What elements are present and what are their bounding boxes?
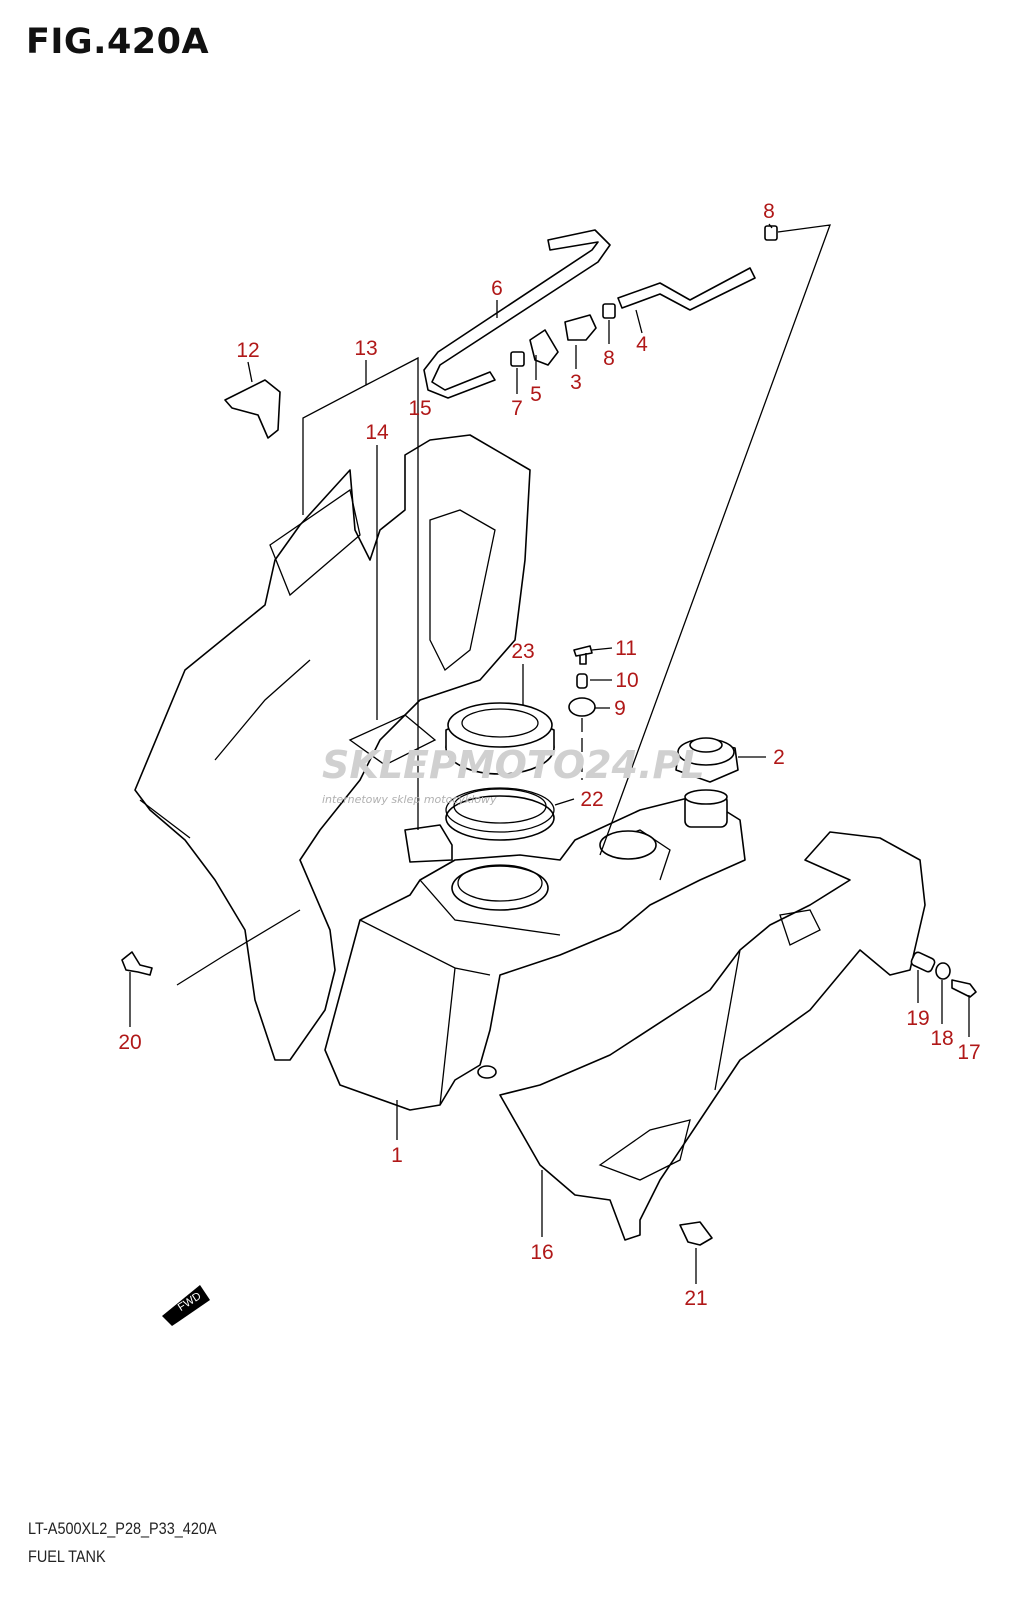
collar-19[interactable] bbox=[910, 951, 936, 973]
collar-10[interactable] bbox=[576, 673, 588, 689]
fwd-direction-arrow: FWD bbox=[162, 1285, 210, 1326]
callout-20: 20 bbox=[118, 1031, 141, 1054]
grommet-9[interactable] bbox=[568, 697, 596, 717]
right-side-cover[interactable] bbox=[499, 831, 926, 1241]
callout-7: 7 bbox=[511, 397, 523, 420]
callout-9: 9 bbox=[614, 697, 626, 720]
pad-15[interactable] bbox=[404, 824, 453, 863]
holder-5[interactable] bbox=[529, 329, 559, 366]
callout-2: 2 bbox=[773, 746, 785, 769]
callout-1: 1 bbox=[391, 1144, 403, 1167]
valve-3[interactable] bbox=[564, 314, 597, 341]
callout-19: 19 bbox=[906, 1007, 929, 1030]
washer-18[interactable] bbox=[935, 962, 951, 980]
clamp-8[interactable] bbox=[602, 303, 616, 319]
figure-title: FIG.420A bbox=[26, 22, 210, 62]
callout-14: 14 bbox=[365, 421, 389, 444]
clamp-7[interactable] bbox=[510, 351, 525, 367]
watermark-brand: SKLEPMOTO24.PL bbox=[322, 743, 705, 787]
watermark: SKLEPMOTO24.PL internetowy sklep motocyk… bbox=[322, 743, 705, 806]
callout-6: 6 bbox=[491, 277, 503, 300]
callout-23: 23 bbox=[511, 640, 534, 663]
watermark-tagline: internetowy sklep motocyklowy bbox=[322, 793, 497, 806]
lock-ring[interactable] bbox=[445, 702, 555, 775]
callout-10: 10 bbox=[615, 669, 638, 692]
bolt-11[interactable] bbox=[573, 645, 593, 665]
breather-hose-6[interactable] bbox=[423, 229, 611, 399]
bolt-17[interactable] bbox=[951, 979, 977, 998]
callout-13: 13 bbox=[354, 337, 377, 360]
fuel-cap[interactable] bbox=[675, 737, 739, 783]
left-side-cover[interactable] bbox=[134, 434, 531, 1061]
breather-hose-4[interactable] bbox=[617, 267, 756, 311]
callout-17: 17 bbox=[957, 1041, 980, 1064]
callout-18: 18 bbox=[930, 1027, 953, 1050]
callout-5: 5 bbox=[530, 383, 542, 406]
callout-8-top: 8 bbox=[763, 200, 775, 223]
callout-11: 11 bbox=[615, 637, 637, 660]
callout-21: 21 bbox=[684, 1287, 707, 1310]
callout-15: 15 bbox=[408, 397, 431, 420]
gasket[interactable] bbox=[445, 787, 555, 841]
clip-21[interactable] bbox=[679, 1221, 713, 1246]
callout-16: 16 bbox=[530, 1241, 553, 1264]
callout-8: 8 bbox=[603, 347, 615, 370]
clamp-8-top[interactable] bbox=[764, 225, 778, 241]
pump-opening bbox=[451, 865, 549, 911]
bolt-20[interactable] bbox=[121, 951, 153, 976]
clamp-12[interactable] bbox=[224, 379, 281, 439]
fuel-tank[interactable] bbox=[324, 794, 746, 1111]
model-code: LT-A500XL2_P28_P33_420A bbox=[28, 1519, 217, 1538]
callout-4: 4 bbox=[636, 333, 648, 356]
callout-12: 12 bbox=[236, 339, 259, 362]
figure-caption: FUEL TANK bbox=[28, 1547, 106, 1566]
callout-22: 22 bbox=[580, 788, 603, 811]
callouts: 1 2 3 4 5 6 7 8 8 9 10 11 12 13 14 15 16… bbox=[118, 200, 980, 1310]
callout-3: 3 bbox=[570, 371, 582, 394]
leader-lines bbox=[129, 223, 970, 1284]
